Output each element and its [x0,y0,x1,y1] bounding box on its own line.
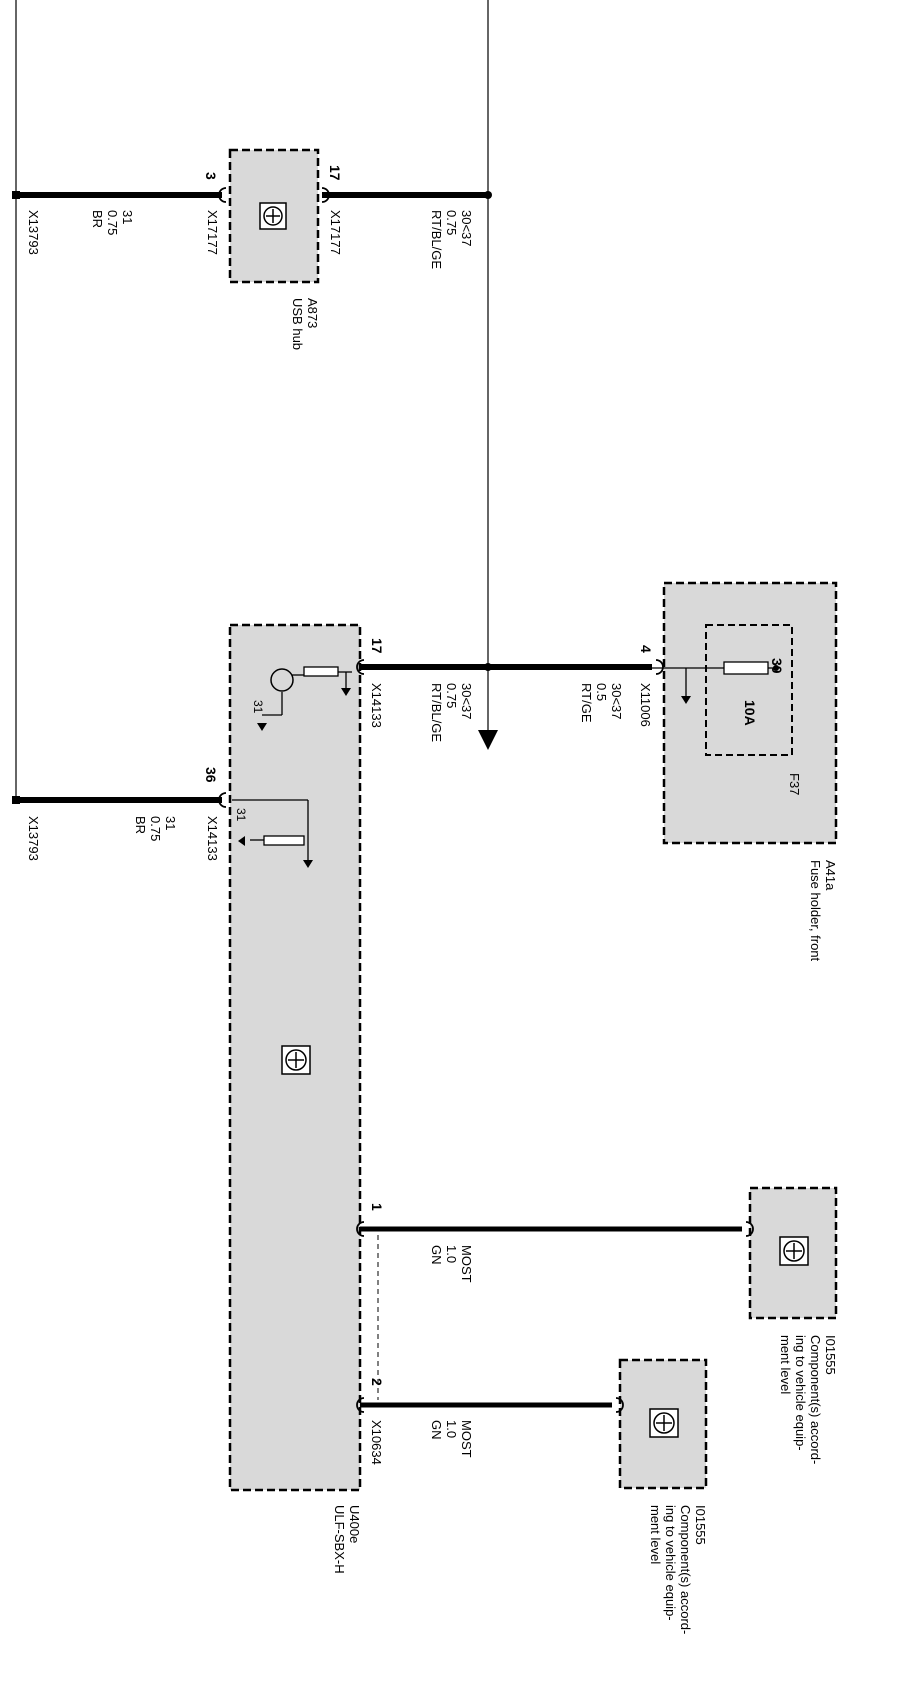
usb-hub-name: USB hub [290,298,305,350]
ground-arrow [257,723,267,731]
ground-arrow [303,860,313,868]
connector-mark [615,1397,624,1413]
wire-spec: RT/GE [579,683,594,723]
wire-spec: RT/BL/GE [429,210,444,269]
ground-arrow [238,836,245,846]
component-2-desc: ing to vehicle equip- [663,1505,678,1621]
component-2-box [618,1358,708,1490]
connector-label: X13793 [26,210,41,255]
wire-spec: 1.0 [444,1420,459,1438]
pin-number: 17 [327,165,343,181]
terminal-dot [773,665,779,671]
wire-spec: 31 [120,210,135,224]
fuse-rating: 10A [742,700,758,726]
fuse-holder-code: A41a [823,860,838,891]
fuse-terminal-30: 30 [769,658,785,674]
fuse-subbox [705,624,793,756]
connector-label: X14133 [369,683,384,728]
wire-spec: RT/BL/GE [429,683,444,742]
component-2-code: I01555 [693,1505,708,1545]
pin-number: 3 [203,172,219,180]
usb-hub-code: A873 [305,298,320,328]
component-1-code: I01555 [823,1335,838,1375]
ground-31-label: 31 [251,700,265,714]
control-unit-icon [649,1408,679,1438]
connector-mark [321,187,330,203]
fuse-code: F37 [787,773,802,795]
sbx-name: ULF-SBX-H [332,1505,347,1574]
ground-31-label: 31 [234,808,248,822]
connector-mark [356,1397,365,1413]
wire-spec: 0.5 [594,683,609,701]
wire-spec: BR [133,816,148,834]
connector-mark [655,659,664,675]
wire-spec: 0.75 [444,210,459,235]
resistor-icon [263,835,305,846]
transistor-icon [262,668,304,716]
wire-spec: 30<37 [459,210,474,247]
wire-spec: BR [90,210,105,228]
pin-number: 2 [369,1378,385,1386]
connector-mark [745,1221,754,1237]
wire-spec: 0.75 [105,210,120,235]
wire-spec: 1.0 [444,1245,459,1263]
sbx-code: U400e [347,1505,362,1543]
wire-spec: GN [429,1420,444,1440]
pin-number: 4 [638,645,654,653]
control-unit-icon [281,1045,311,1075]
connector-label: X14133 [205,816,220,861]
pin-number: 36 [203,767,219,783]
pin-number: 1 [369,1203,385,1211]
connector-mark [218,187,227,203]
fuse-holder-box [662,581,838,845]
connector-label: X13793 [26,816,41,861]
connector-mark [218,792,227,808]
control-unit-icon [779,1236,809,1266]
control-unit-icon [259,202,287,230]
connector-label: X17177 [205,210,220,255]
wire-spec: MOST [459,1420,474,1458]
component-1-desc: Component(s) accord- [808,1335,823,1464]
component-2-desc: Component(s) accord- [678,1505,693,1634]
ground-node [12,796,20,804]
component-1-desc: ment level [778,1335,793,1394]
component-2-desc: ment level [648,1505,663,1564]
wire-spec: 0.75 [148,816,163,841]
wire-spec: MOST [459,1245,474,1283]
ground-arrow [341,688,351,696]
fuse-icon [723,661,769,675]
junction-dot [484,191,492,199]
connector-label: X10634 [369,1420,384,1465]
wire-spec: GN [429,1245,444,1265]
connector-label: X17177 [328,210,343,255]
connector-mark [356,659,365,675]
component-1-desc: ing to vehicle equip- [793,1335,808,1451]
ground-node [12,191,20,199]
ground-arrow [681,696,691,704]
wire-spec: 30<37 [609,683,624,720]
continuation-arrow [478,730,498,750]
pin-number: 17 [369,638,385,654]
wire-spec: 31 [163,816,178,830]
wire-spec: 0.75 [444,683,459,708]
resistor-icon [303,666,339,677]
junction-dot [484,663,492,671]
fuse-holder-name: Fuse holder, front [808,860,823,962]
connector-label: X11006 [638,683,653,727]
wire-spec: 30<37 [459,683,474,720]
connector-mark [356,1221,365,1237]
